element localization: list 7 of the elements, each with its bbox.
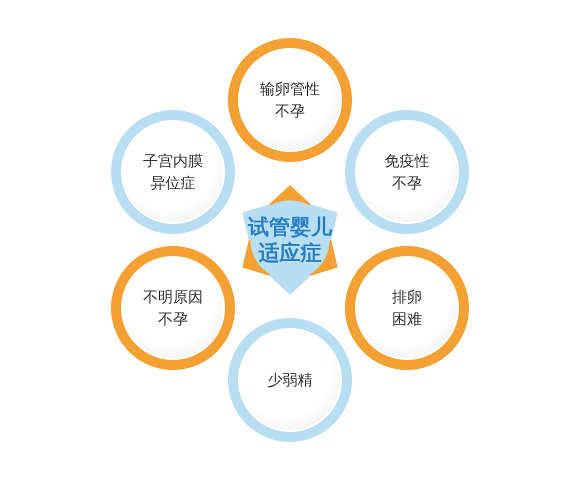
topic-label: 输卵管性不孕: [260, 79, 320, 122]
topic-label: 不明原因不孕: [143, 287, 203, 330]
topic-label: 排卵困难: [392, 287, 422, 330]
topic-label: 少弱精: [266, 370, 314, 391]
topic-label: 子宫内膜异位症: [143, 151, 203, 194]
center-title: 试管婴儿适应症: [246, 214, 334, 266]
topic-label: 免疫性不孕: [384, 151, 430, 194]
